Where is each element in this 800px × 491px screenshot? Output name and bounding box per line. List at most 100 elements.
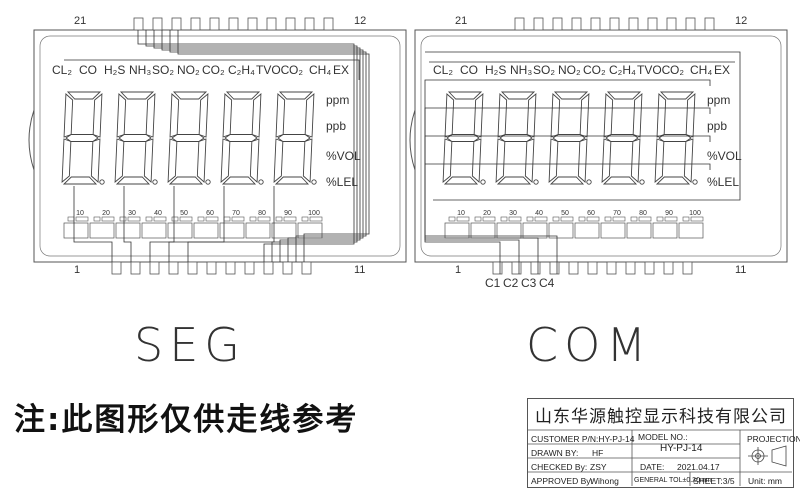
approved-by-label: APPROVED By: (531, 476, 593, 486)
top-pins (133, 17, 334, 31)
gas-label: CO (460, 63, 478, 77)
scale-label: 40 (154, 210, 162, 217)
routing-note: 注:此图形仅供走线参考 (14, 402, 359, 438)
gas-label: NH₃ (510, 63, 532, 77)
scale-label: 60 (587, 210, 595, 217)
gas-label: EX (333, 63, 349, 77)
seven-segment-digit (601, 91, 645, 185)
gas-label: H₂S (485, 63, 506, 77)
glass-outline (33, 29, 407, 263)
date-value: 2021.04.17 (677, 462, 720, 472)
viewing-area (420, 35, 782, 257)
customer-pn: CUSTOMER P/N:HY-PJ-14 (531, 434, 635, 444)
pin-label-21: 21 (74, 15, 86, 27)
gas-label: CO₂ (583, 63, 606, 77)
unit-label: ppb (707, 119, 727, 133)
scale-label: 70 (613, 210, 621, 217)
gas-label: SO₂ (152, 63, 174, 77)
scale-label: 20 (483, 210, 491, 217)
gas-label: EX (714, 63, 730, 77)
pin-label-1: 1 (74, 264, 80, 276)
digit-row (61, 91, 317, 185)
seven-segment-digit (114, 91, 158, 185)
gas-label: O₂ (670, 63, 684, 77)
model-no-value: HY-PJ-14 (660, 443, 703, 454)
title-block (527, 398, 794, 488)
gas-label: CO₂ (202, 63, 225, 77)
date-label: DATE: (640, 462, 665, 472)
com-label-c4: C4 (539, 276, 555, 290)
scale-label: 90 (665, 210, 673, 217)
gas-label: TVOC (637, 63, 671, 77)
gas-label: NH₃ (129, 63, 151, 77)
seven-segment-digit (273, 91, 317, 185)
digit-row (442, 91, 698, 185)
unit-label: ppm (326, 93, 349, 107)
gas-label: SO₂ (533, 63, 555, 77)
top-pins (514, 17, 715, 31)
scale-label: 70 (232, 210, 240, 217)
bar-segments (63, 222, 323, 239)
scale-label: 90 (284, 210, 292, 217)
gas-label: CH₄ (309, 63, 331, 77)
gas-label: TVOC (256, 63, 290, 77)
seven-segment-digit (495, 91, 539, 185)
gas-label: C₂H₄ (228, 63, 255, 77)
seven-segment-digit (167, 91, 211, 185)
scale-bar: 10 20 30 40 50 60 70 80 90 100 (67, 210, 323, 222)
gas-label: C₂H₄ (609, 63, 636, 77)
scale-label: 100 (689, 210, 701, 217)
tolerance-label: GENERAL TOL±0.20mm (634, 477, 712, 484)
gas-label: CO (79, 63, 97, 77)
pin-label-21: 21 (455, 15, 467, 27)
scale-label: 30 (128, 210, 136, 217)
scale-label: 100 (308, 210, 320, 217)
scale-label: 50 (180, 210, 188, 217)
unit-label: Unit: mm (748, 476, 782, 486)
pin-label-11: 11 (735, 264, 746, 276)
scale-label: 10 (457, 210, 465, 217)
seven-segment-digit (220, 91, 264, 185)
gas-label: H₂S (104, 63, 125, 77)
drawn-by-value: HF (592, 448, 604, 458)
side-tab (28, 109, 35, 171)
seg-title: SEG (134, 318, 246, 372)
seven-segment-digit (442, 91, 486, 185)
seven-segment-digit (548, 91, 592, 185)
routing-traces (424, 51, 741, 274)
com-title: COM (526, 318, 653, 372)
gas-label: CL₂ (433, 63, 453, 77)
seven-segment-digit (654, 91, 698, 185)
scale-label: 20 (102, 210, 110, 217)
gas-label: NO₂ (177, 63, 200, 77)
approved-by-value: Wihong (590, 476, 619, 486)
projection-symbol-icon (748, 445, 787, 467)
checked-by-value: ZSY (590, 462, 607, 472)
com-label-c3: C3 (521, 276, 537, 290)
model-no-label: MODEL NO.: (638, 432, 688, 442)
scale-label: 60 (206, 210, 214, 217)
scale-label: 40 (535, 210, 543, 217)
scale-label: 80 (258, 210, 266, 217)
projection-label: PROJECTION (747, 434, 800, 444)
bottom-pins (492, 261, 693, 275)
unit-label: %LEL (707, 175, 739, 189)
unit-label: ppb (326, 119, 346, 133)
scale-label: 10 (76, 210, 84, 217)
company-name: 山东华源触控显示科技有限公司 (535, 407, 787, 426)
pin-label-12: 12 (735, 15, 747, 27)
gas-label: O₂ (289, 63, 303, 77)
com-label-c2: C2 (503, 276, 519, 290)
scale-label: 50 (561, 210, 569, 217)
viewing-area (39, 35, 401, 257)
drawn-by-label: DRAWN BY: (531, 448, 579, 458)
